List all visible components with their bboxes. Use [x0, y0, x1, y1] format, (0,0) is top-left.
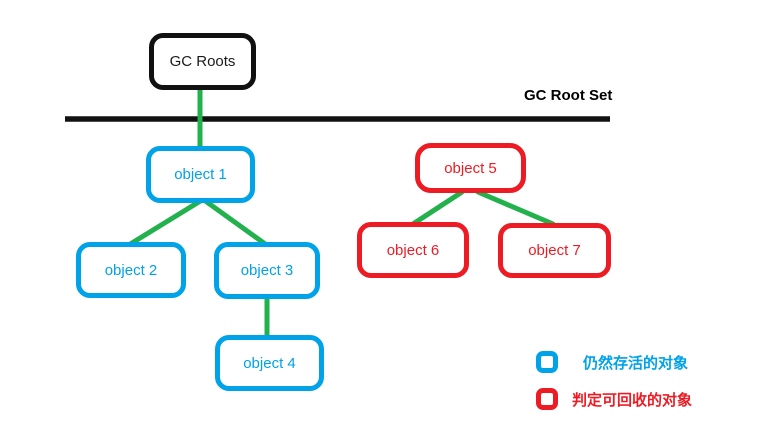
node-label: object 3 [240, 262, 294, 279]
reference-edges [124, 84, 556, 342]
node-object-7: object 7 [498, 223, 611, 278]
edge-object5-object7 [475, 189, 556, 227]
node-object-6: object 6 [357, 222, 469, 278]
alive-swatch-icon [536, 351, 558, 373]
legend-item-recyclable: 判定可回收的对象 [536, 388, 692, 410]
node-label: object 2 [104, 261, 158, 279]
gc-roots-box: GC Roots [149, 33, 256, 90]
node-label: object 7 [528, 242, 581, 259]
edge-object1-object3 [201, 197, 271, 249]
root-set-caption: GC Root Set [524, 87, 613, 104]
recyclable-swatch-icon [536, 388, 558, 410]
edge-object1-object2 [124, 197, 205, 249]
node-label: object 4 [243, 354, 296, 372]
node-object-1: object 1 [146, 146, 255, 203]
gc-roots-label: GC Roots [169, 53, 236, 70]
legend-label-recyclable: 判定可回收的对象 [572, 391, 693, 409]
node-object-5: object 5 [415, 143, 526, 193]
node-object-2: object 2 [76, 242, 186, 298]
node-object-4: object 4 [215, 335, 324, 391]
node-label: object 6 [386, 241, 440, 259]
node-object-3: object 3 [214, 242, 320, 299]
node-label: object 5 [444, 159, 497, 177]
legend-label-alive: 仍然存活的对象 [583, 354, 689, 372]
legend-item-alive: 仍然存活的对象 [536, 351, 688, 373]
edge-object5-object6 [410, 189, 465, 227]
node-label: object 1 [174, 166, 227, 183]
